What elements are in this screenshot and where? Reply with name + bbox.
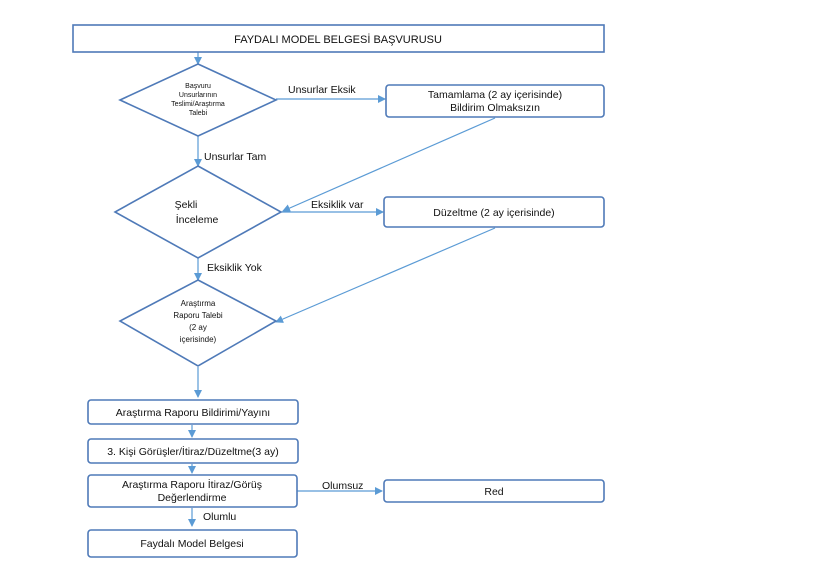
edge-label-eksiklik-yok: Eksiklik Yok bbox=[207, 262, 263, 274]
belge-box bbox=[87, 529, 298, 558]
edge-label-unsurlar-eksik: Unsurlar Eksik bbox=[288, 84, 356, 96]
connector-duzeltme-to-d3 bbox=[275, 227, 496, 323]
edge-label-olumlu: Olumlu bbox=[203, 511, 236, 523]
bildirim-box bbox=[87, 399, 299, 425]
edge-label-unsurlar-tam: Unsurlar Tam bbox=[204, 151, 266, 163]
duzeltme-text: Düzeltme (2 ay içerisinde) bbox=[433, 207, 554, 219]
degerlendirme-line-1: Araştırma Raporu İtiraz/Görüş bbox=[122, 478, 262, 491]
bildirim-text: Araştırma Raporu Bildirimi/Yayını bbox=[116, 407, 270, 419]
tamamlama-box bbox=[385, 84, 605, 118]
decision-arastirma-line-4: içerisinde) bbox=[180, 335, 217, 344]
decision-basvuru bbox=[118, 63, 278, 137]
tamamlama-line-1: Tamamlama (2 ay içerisinde) bbox=[428, 89, 562, 101]
belge-text: Faydalı Model Belgesi bbox=[140, 538, 243, 550]
gorusler-text: 3. Kişi Görüşler/İtiraz/Düzeltme(3 ay) bbox=[107, 445, 279, 458]
gorusler-box bbox=[87, 438, 299, 464]
decision-arastirma-line-2: Raporu Talebi bbox=[173, 311, 222, 320]
decision-sekli-line-1: Şekli bbox=[175, 199, 198, 211]
decision-sekli-line-2: İnceleme bbox=[176, 213, 219, 226]
decision-basvuru-line-3: Teslimi/Araştırma bbox=[171, 101, 225, 108]
tamamlama-line-2: Bildirim Olmaksızın bbox=[450, 102, 540, 114]
decision-arastirma-line-1: Araştırma bbox=[181, 299, 216, 308]
connector-tamamlama-to-d2 bbox=[282, 117, 496, 212]
decision-basvuru-line-1: Başvuru bbox=[185, 83, 211, 90]
decision-arastirma-line-3: (2 ay bbox=[189, 323, 207, 332]
red-text: Red bbox=[484, 486, 503, 498]
title-text: FAYDALI MODEL BELGESİ BAŞVURUSU bbox=[234, 33, 442, 46]
decision-sekli-inceleme bbox=[113, 165, 283, 259]
decision-basvuru-line-2: Unsurlarının bbox=[179, 92, 217, 99]
degerlendirme-line-2: Değerlendirme bbox=[158, 492, 227, 504]
red-box bbox=[383, 479, 605, 503]
title-box bbox=[72, 24, 605, 53]
degerlendirme-box bbox=[87, 474, 298, 508]
decision-arastirma-raporu-talebi bbox=[118, 279, 278, 367]
decision-basvuru-line-4: Talebi bbox=[189, 110, 208, 117]
edge-label-olumsuz: Olumsuz bbox=[322, 480, 363, 492]
edge-label-eksiklik-var: Eksiklik var bbox=[311, 199, 364, 211]
duzeltme-box bbox=[383, 196, 605, 228]
